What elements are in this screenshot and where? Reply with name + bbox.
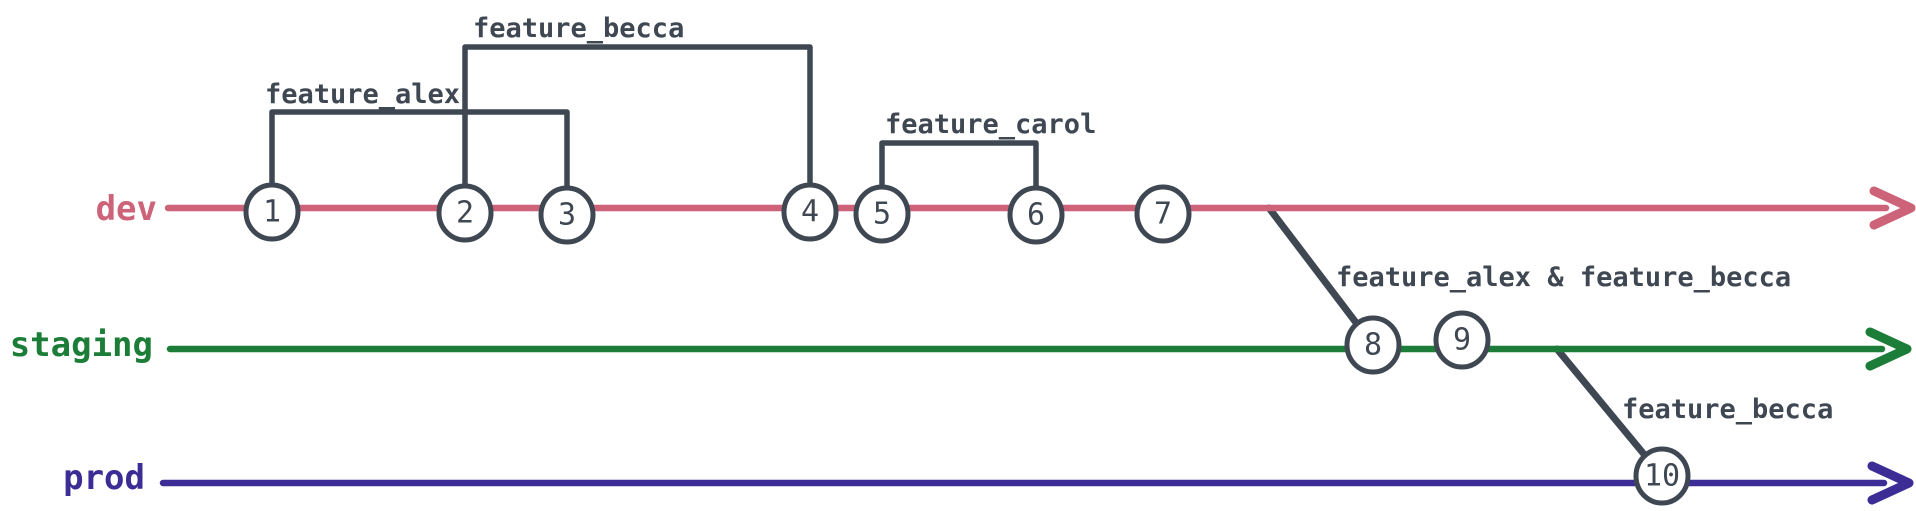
feature-bracket-feature_alex [269, 109, 570, 196]
merge-line-8 [1265, 204, 1361, 327]
commit-number-2: 2 [456, 196, 474, 231]
commit-circle-4 [781, 182, 839, 242]
merge-label-8: feature_alex & feature_becca [1336, 262, 1791, 293]
branch-label-staging: staging [10, 325, 153, 365]
feature-bracket-feature_becca [462, 44, 813, 194]
commit-number-8: 8 [1364, 328, 1382, 363]
commit-circle-6 [1007, 185, 1065, 245]
merge-line-10 [1553, 345, 1649, 459]
commit-number-9: 9 [1453, 323, 1471, 358]
commit-number-1: 1 [263, 195, 281, 230]
commit-circle-5 [853, 184, 911, 244]
commit-number-5: 5 [873, 197, 891, 232]
commit-number-7: 7 [1154, 197, 1172, 232]
commit-circle-3 [538, 185, 596, 245]
feature-label-feature_carol: feature_carol [885, 109, 1096, 140]
arrowhead-dev [1869, 186, 1916, 230]
branch-label-prod: prod [63, 458, 145, 498]
commit-circle-9 [1433, 310, 1491, 370]
feature-label-feature_becca: feature_becca [473, 13, 684, 44]
commit-circle-2 [436, 183, 494, 243]
commit-number-3: 3 [558, 198, 576, 233]
commit-circle-7 [1134, 184, 1192, 244]
commit-circle-10 [1633, 446, 1691, 506]
commit-number-6: 6 [1027, 198, 1045, 233]
commit-circle-1 [243, 182, 301, 242]
branch-label-dev: dev [96, 189, 157, 229]
commit-number-4: 4 [801, 195, 819, 230]
arrowhead-prod [1867, 461, 1914, 505]
feature-bracket-feature_carol [879, 140, 1039, 196]
arrowhead-staging [1865, 327, 1912, 371]
feature-label-feature_alex: feature_alex [265, 79, 460, 110]
merge-label-10: feature_becca [1622, 394, 1833, 425]
commit-circle-8 [1344, 315, 1402, 375]
commit-number-10: 10 [1644, 459, 1680, 494]
